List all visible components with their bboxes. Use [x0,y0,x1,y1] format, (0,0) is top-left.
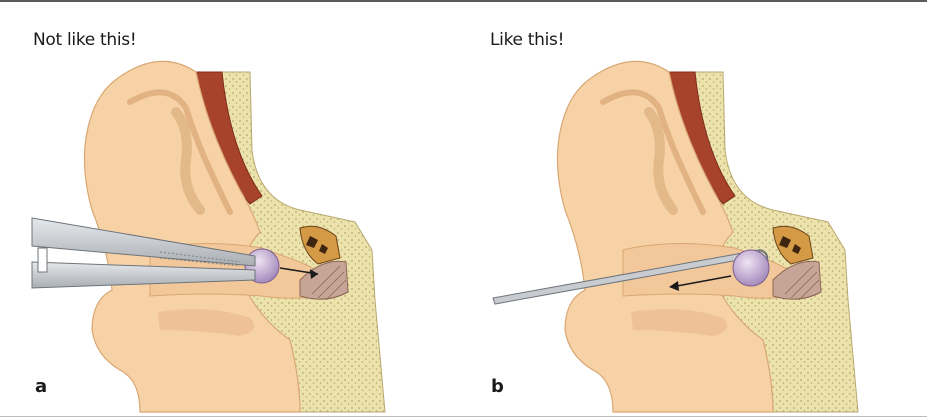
panel-a: Not like this! a [0,0,463,419]
panel-b: Like this! b [463,0,927,419]
bottom-rule [0,416,927,417]
panel-b-caption: Like this! [490,30,564,50]
ear-illustration-a [0,0,463,419]
ear-illustration-b [463,0,927,419]
panel-b-letter: b [491,376,504,397]
panel-a-caption: Not like this! [33,30,136,50]
panel-a-letter: a [35,376,47,397]
